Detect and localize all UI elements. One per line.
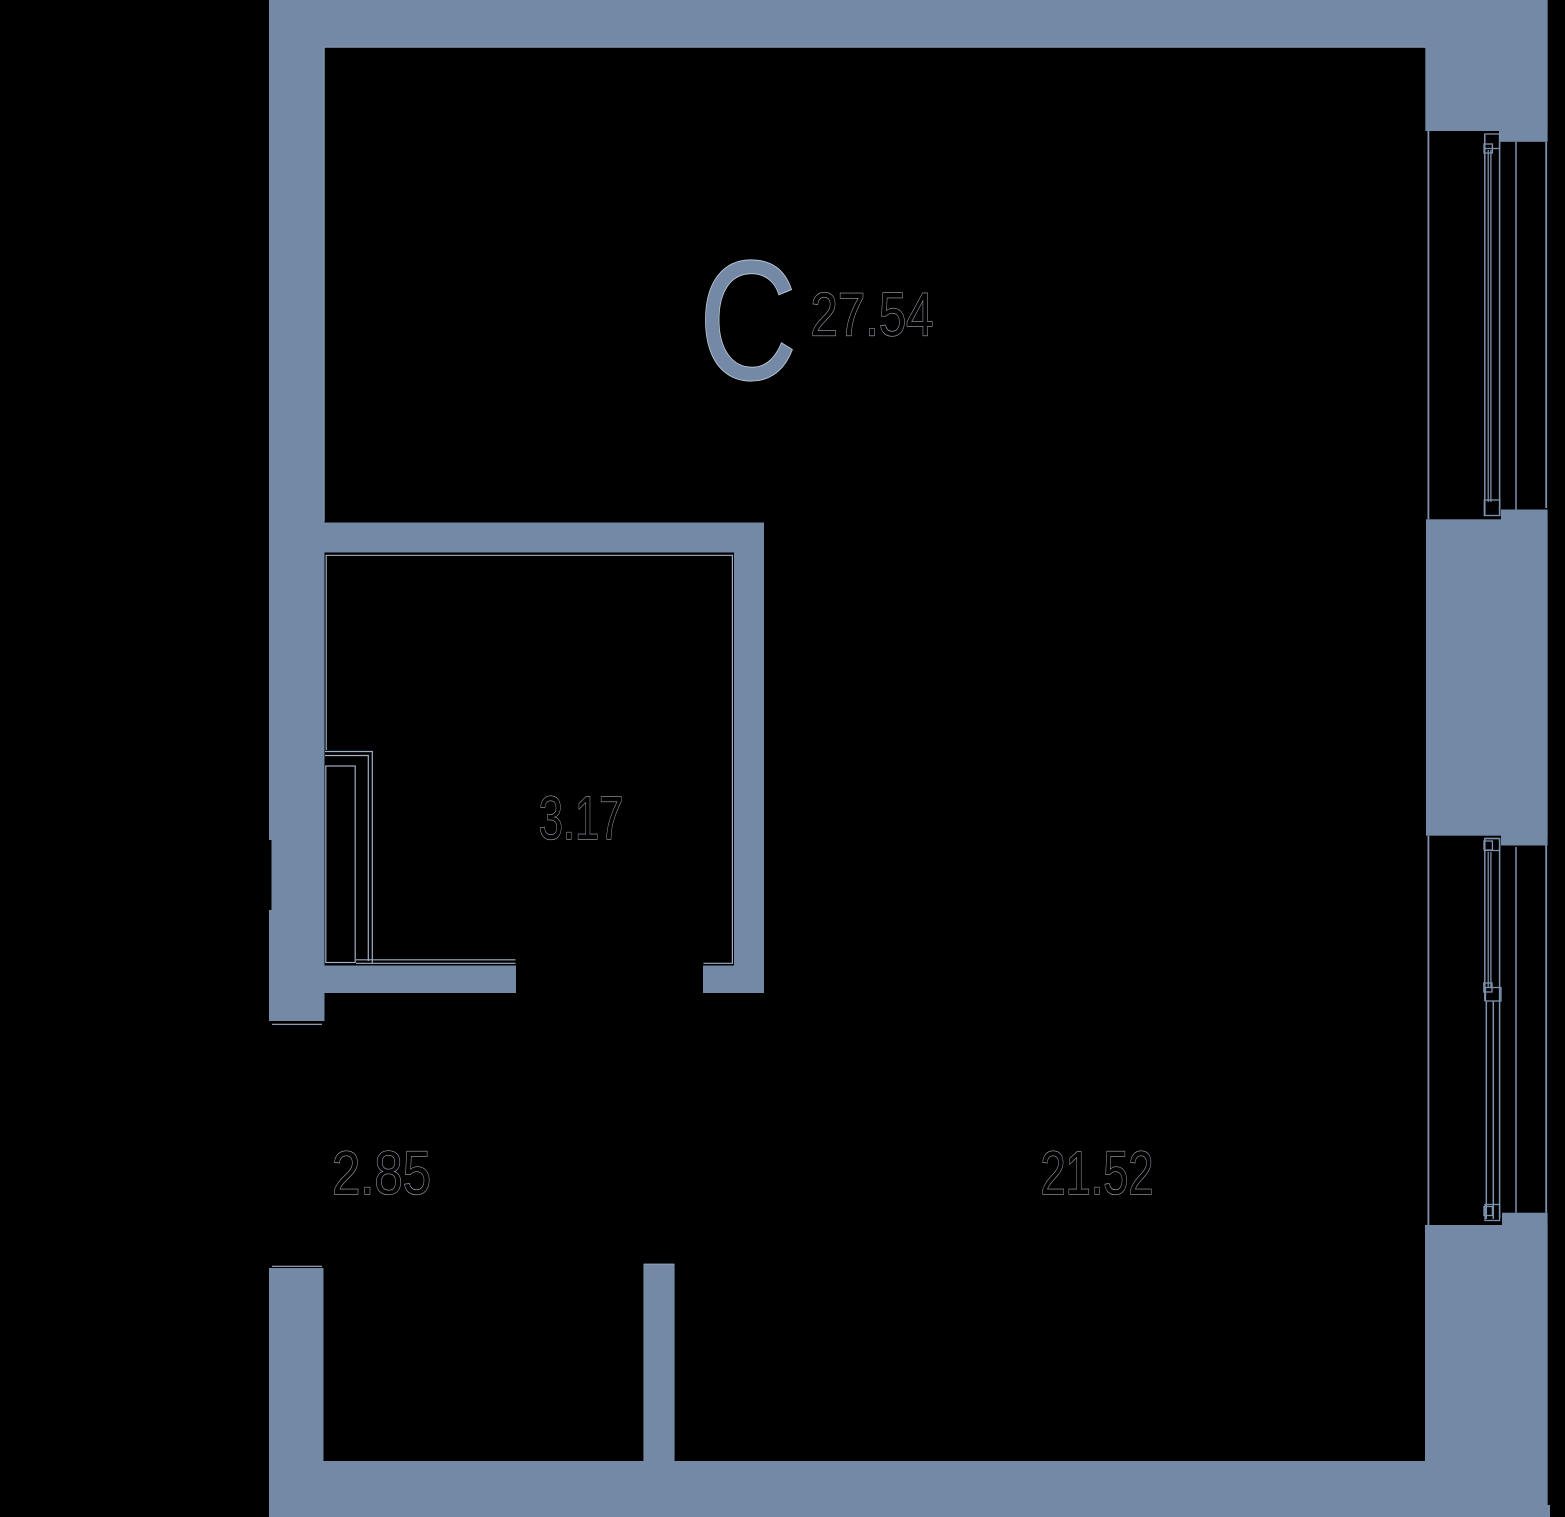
svg-text:21.52: 21.52	[1041, 1139, 1154, 1207]
svg-text:27.54: 27.54	[811, 280, 934, 348]
svg-text:3.17: 3.17	[539, 785, 624, 853]
svg-text:2.85: 2.85	[332, 1139, 431, 1207]
svg-text:С: С	[699, 226, 797, 416]
